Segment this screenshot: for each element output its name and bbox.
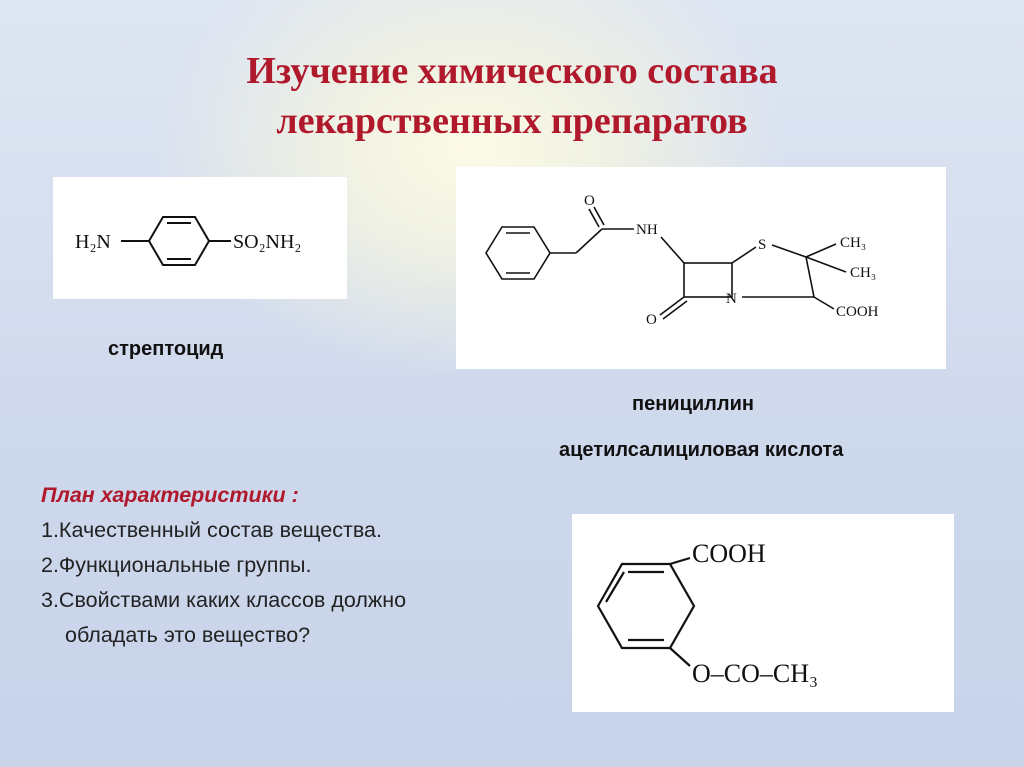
penicillin-sulfur: S (758, 237, 766, 253)
penicillin-ring-nitrogen: N (726, 291, 737, 307)
penicillin-carboxyl: COOH (836, 304, 879, 320)
penicillin-structure: O NH O N S CH₃ CH₃ COOH (485, 193, 879, 328)
streptocid-sulfonamide-label: SO₂NH₂ (233, 231, 301, 253)
penicillin-caption: пенициллин (632, 393, 754, 415)
plan-item-1: 1.Качественный состав вещества. (41, 518, 382, 542)
penicillin-lactam-oxygen: O (646, 312, 657, 328)
plan-item-2: 2.Функциональные группы. (41, 553, 312, 577)
plan-item-3: 3.Свойствами каких классов должно (41, 588, 407, 612)
penicillin-structure-panel: O NH O N S CH₃ CH₃ COOH (456, 167, 946, 369)
aspirin-structure-panel: COOH O–CO–CH₃ (572, 514, 954, 712)
title-line-1: Изучение химического состава (246, 50, 778, 92)
slide-title: Изучение химического состава лекарственн… (0, 46, 1024, 146)
plan-heading: План характеристики : (41, 483, 299, 507)
penicillin-methyl-2: CH₃ (850, 265, 876, 281)
title-line-2: лекарственных препаратов (276, 100, 748, 142)
streptocid-amine-label: H₂N (75, 231, 111, 253)
aspirin-structure: COOH O–CO–CH₃ (596, 539, 818, 688)
streptocid-caption: стрептоцид (108, 338, 224, 360)
aspirin-caption: ацетилсалициловая кислота (559, 439, 844, 461)
penicillin-carbonyl-oxygen: O (584, 193, 595, 209)
aspirin-carboxyl: COOH (692, 539, 766, 568)
plan-item-3-continuation: обладать это вещество? (65, 623, 311, 647)
characteristics-plan: План характеристики : 1.Качественный сос… (41, 478, 541, 653)
penicillin-methyl-1: CH₃ (840, 235, 866, 251)
streptocid-structure-panel: H₂N SO₂NH₂ (53, 177, 347, 299)
streptocid-structure: H₂N SO₂NH₂ (75, 216, 301, 266)
penicillin-amide-nh: NH (636, 222, 658, 238)
aspirin-acetoxy: O–CO–CH₃ (692, 659, 818, 688)
